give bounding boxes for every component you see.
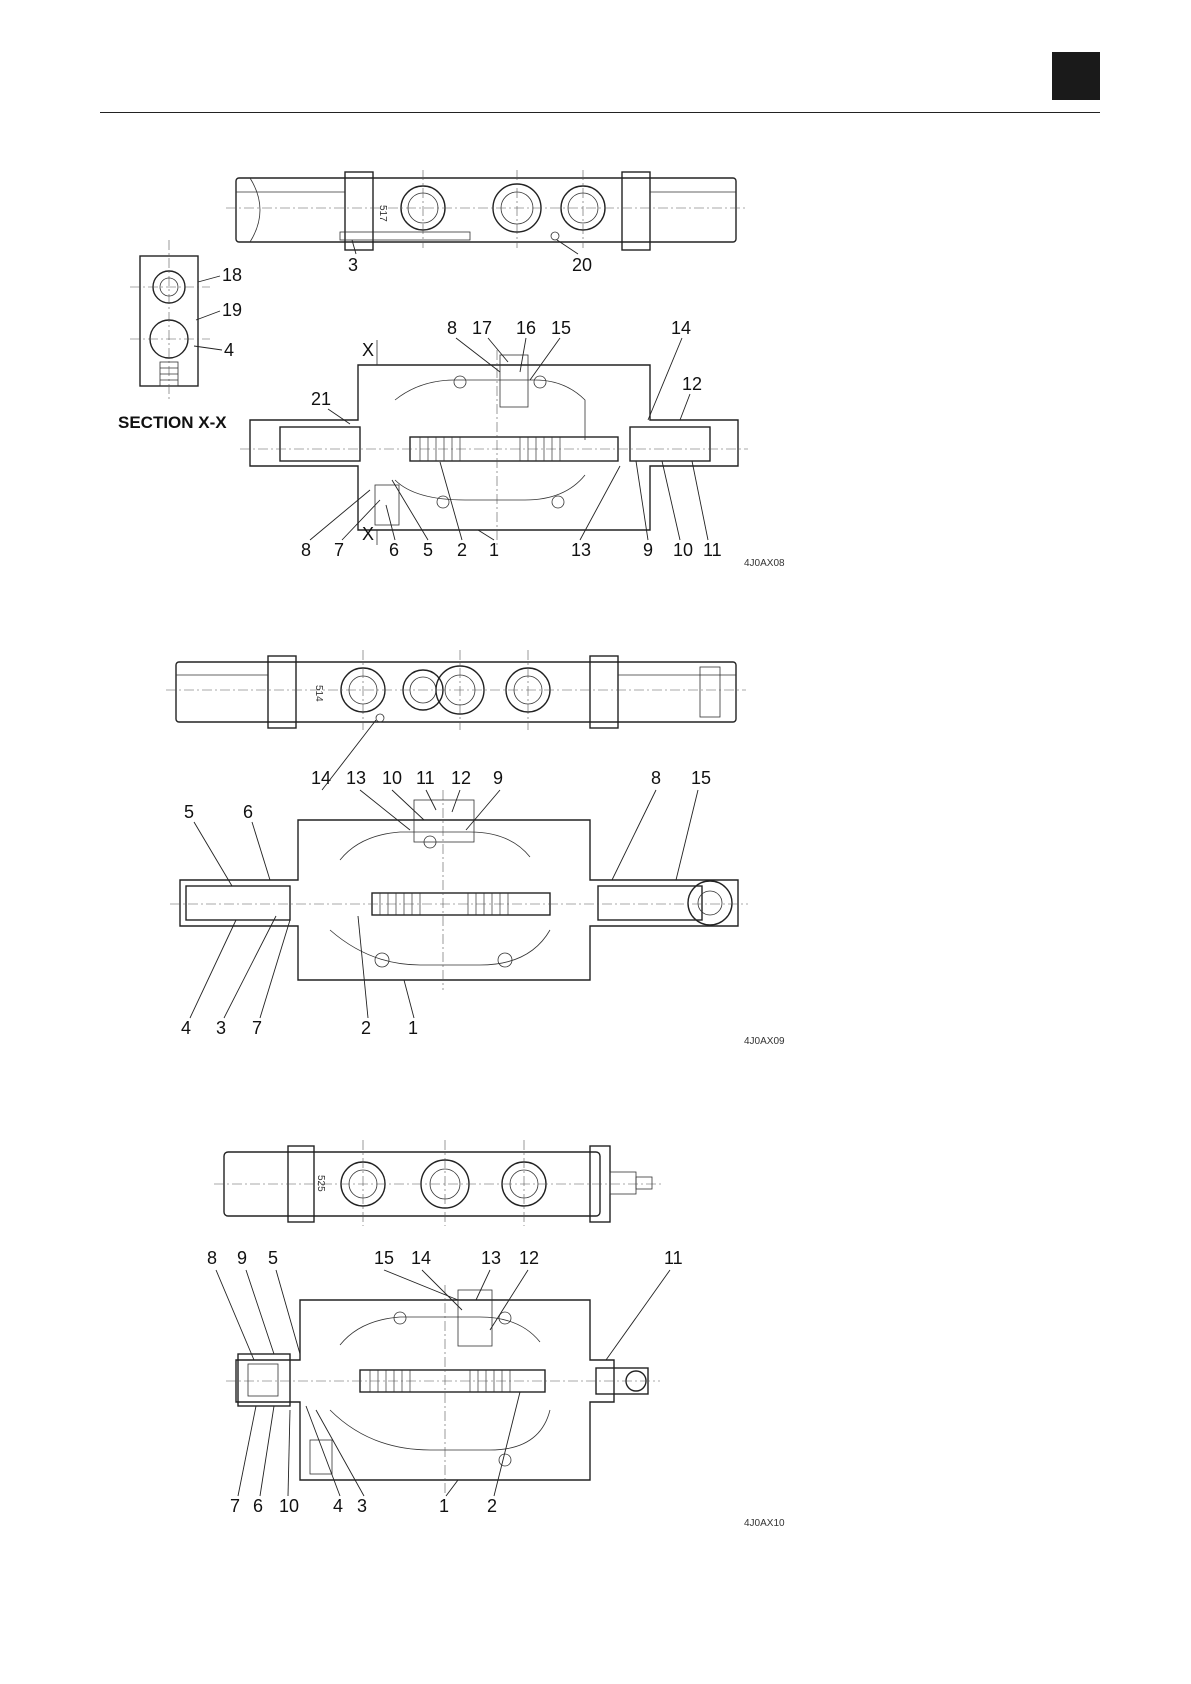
- fig2-label: 14: [311, 768, 331, 788]
- fig2-label: 8: [651, 768, 661, 788]
- fig1-label: 21: [311, 389, 331, 409]
- fig1-section-x-x: [130, 240, 210, 400]
- fig3-label: 15: [374, 1248, 394, 1268]
- fig1-label: 8: [447, 318, 457, 338]
- fig1-label: 6: [389, 540, 399, 560]
- fig2-label: 3: [216, 1018, 226, 1038]
- fig3-top-view: 525: [214, 1140, 662, 1226]
- fig1-label: 11: [703, 540, 722, 560]
- fig3-label: 9: [237, 1248, 247, 1268]
- fig2-label: 5: [184, 802, 194, 822]
- fig1-label: 12: [682, 374, 702, 394]
- fig3-label: 8: [207, 1248, 217, 1268]
- fig3-label: 13: [481, 1248, 501, 1268]
- fig1-label: 10: [673, 540, 693, 560]
- fig1-top-view: 517: [226, 170, 746, 250]
- fig3-label: 6: [253, 1496, 263, 1516]
- fig1-label: 15: [551, 318, 571, 338]
- fig1-label: 20: [572, 255, 592, 275]
- fig3-code: 4J0AX10: [744, 1518, 785, 1529]
- fig3-main-section: [226, 1285, 660, 1495]
- fig2-main-section: [170, 790, 748, 990]
- fig1-label: 5: [423, 540, 433, 560]
- fig2-code: 4J0AX09: [744, 1036, 785, 1047]
- fig1-label: 9: [643, 540, 653, 560]
- fig2-top-view: 514: [166, 650, 746, 730]
- fig1-label: 18: [222, 265, 242, 285]
- fig1-label: 14: [671, 318, 691, 338]
- fig1-label: 7: [334, 540, 344, 560]
- figure-3: 525 8 9 5 15 14: [207, 1140, 785, 1529]
- fig3-label: 5: [268, 1248, 278, 1268]
- fig2-label: 7: [252, 1018, 262, 1038]
- fig1-label: 1: [489, 540, 499, 560]
- fig2-engraving: 514: [313, 685, 324, 702]
- figure-2: 514 14 13 10 11 12: [166, 650, 785, 1047]
- fig2-label: 10: [382, 768, 402, 788]
- fig3-label: 3: [357, 1496, 367, 1516]
- fig1-main-section: [240, 340, 748, 545]
- fig1-label: 8: [301, 540, 311, 560]
- fig1-label: 16: [516, 318, 536, 338]
- fig3-label: 2: [487, 1496, 497, 1516]
- figure-1: 517 3 20 18 19 4 SECTION X-X: [118, 170, 785, 569]
- fig2-label: 4: [181, 1018, 191, 1038]
- fig3-label: 4: [333, 1496, 343, 1516]
- fig3-label: 1: [439, 1496, 449, 1516]
- fig3-engraving: 525: [315, 1175, 326, 1192]
- fig1-x-mark-top: X: [362, 340, 374, 360]
- fig1-code: 4J0AX08: [744, 558, 785, 569]
- section-x-x-caption: SECTION X-X: [118, 413, 227, 432]
- fig1-label: 17: [472, 318, 492, 338]
- fig2-label: 9: [493, 768, 503, 788]
- fig1-engraving: 517: [377, 205, 388, 222]
- fig3-label: 12: [519, 1248, 539, 1268]
- fig1-label: 4: [224, 340, 234, 360]
- fig2-label: 2: [361, 1018, 371, 1038]
- fig2-label: 1: [408, 1018, 418, 1038]
- fig1-label: 19: [222, 300, 242, 320]
- fig2-label: 11: [416, 768, 435, 788]
- fig2-label: 6: [243, 802, 253, 822]
- fig3-label: 10: [279, 1496, 299, 1516]
- fig3-label: 7: [230, 1496, 240, 1516]
- fig2-label: 15: [691, 768, 711, 788]
- fig2-label: 13: [346, 768, 366, 788]
- fig1-x-mark-bottom: X: [362, 524, 374, 544]
- fig2-label: 12: [451, 768, 471, 788]
- fig1-label: 2: [457, 540, 467, 560]
- fig3-label: 14: [411, 1248, 431, 1268]
- fig1-label: 3: [348, 255, 358, 275]
- fig1-label: 13: [571, 540, 591, 560]
- fig3-label: 11: [664, 1248, 683, 1268]
